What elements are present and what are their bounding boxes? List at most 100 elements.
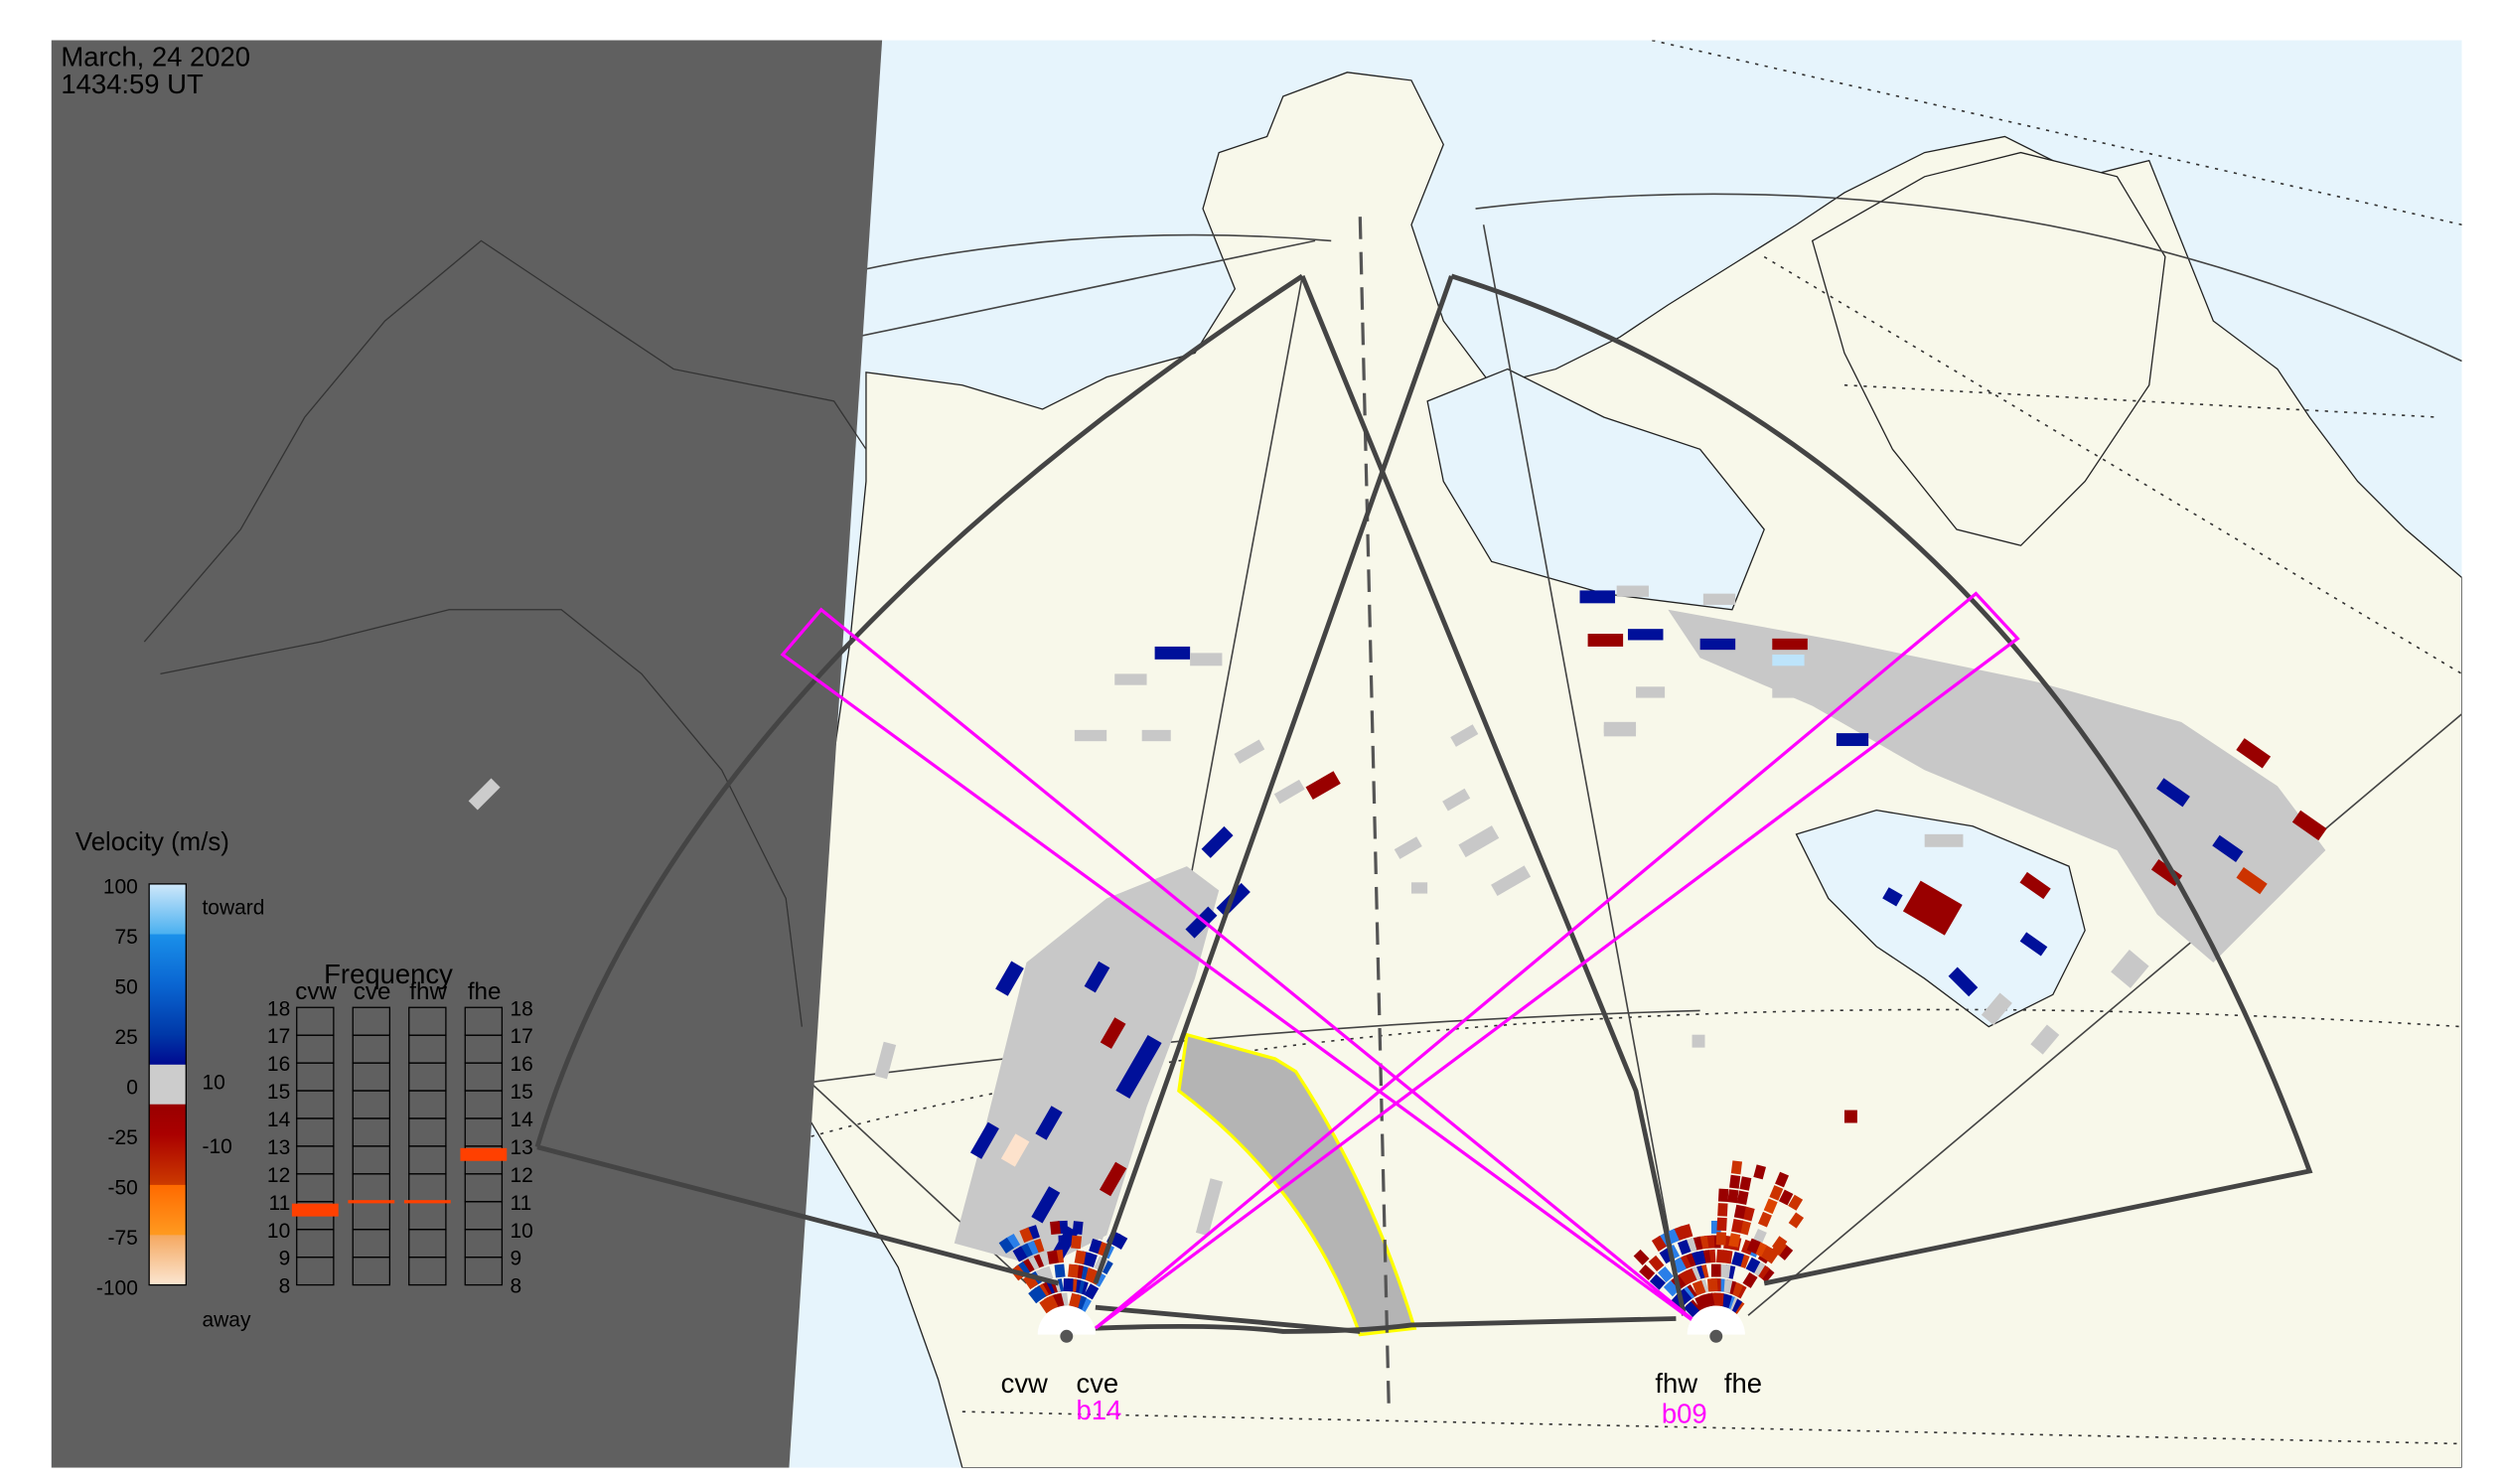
velocity-cell	[1084, 961, 1110, 993]
velocity-cell	[2236, 867, 2268, 895]
velocity-cell	[1981, 992, 2012, 1026]
velocity-cell	[1777, 1244, 1794, 1261]
radar-fov-outlines	[534, 273, 2313, 1334]
velocity-tick: 0	[126, 1076, 138, 1099]
frequency-tick-left: 11	[268, 1192, 290, 1215]
velocity-cell	[1047, 1250, 1059, 1264]
radar-site-marker	[1687, 1305, 1745, 1335]
date-label: March, 24 2020	[61, 41, 250, 72]
velocity-cell	[1715, 1232, 1727, 1246]
velocity-cell	[1733, 1204, 1746, 1220]
velocity-cell	[1763, 1248, 1780, 1264]
velocity-cell	[1924, 833, 1964, 847]
velocity-cell	[1394, 836, 1422, 859]
velocity-cell	[995, 961, 1024, 996]
frequency-tick-left: 18	[267, 997, 290, 1020]
velocity-cell	[1758, 1211, 1772, 1228]
velocity-cell	[2019, 871, 2051, 900]
velocity-cell	[874, 1041, 897, 1080]
frequency-tick-right: 11	[510, 1192, 531, 1215]
velocity-cell	[1775, 1171, 1790, 1188]
frequency-tick-right: 8	[510, 1275, 521, 1298]
frequency-cell	[464, 1257, 504, 1286]
radar-site-dot	[1709, 1329, 1723, 1343]
velocity-cell	[1234, 739, 1265, 764]
velocity-cell	[1710, 1221, 1721, 1234]
velocity-cell	[1068, 1263, 1080, 1278]
velocity-cell	[1442, 788, 1471, 812]
velocity-cell	[1882, 887, 1903, 907]
velocity-cell	[1746, 1238, 1761, 1255]
frequency-tick-right: 17	[510, 1025, 532, 1048]
frequency-tick-right: 13	[510, 1136, 532, 1159]
frequency-marker-fhe	[460, 1147, 508, 1161]
velocity-cell	[1019, 1227, 1034, 1244]
frequency-marker-cve	[348, 1200, 395, 1204]
frequency-marker-cvw	[291, 1203, 339, 1217]
velocity-cell	[1063, 1277, 1074, 1292]
velocity-cell	[1753, 1164, 1767, 1180]
radar-site-christmas-valley[interactable]	[1037, 1305, 1096, 1343]
velocity-cell	[1201, 825, 1234, 858]
velocity-cell	[1035, 1106, 1063, 1140]
velocity-cell	[969, 1121, 999, 1159]
frequency-marker-fhw	[403, 1200, 451, 1204]
velocity-tick: 50	[115, 976, 138, 999]
velocity-cell	[1100, 1017, 1126, 1049]
velocity-cell	[1772, 638, 1808, 651]
velocity-cell	[1627, 629, 1664, 641]
frequency-column-label-fhe: fhe	[468, 978, 502, 1005]
velocity-tick: 25	[115, 1026, 138, 1049]
radar-label-cve: cve	[1076, 1368, 1118, 1399]
velocity-cell	[1114, 673, 1147, 685]
velocity-cell	[1031, 1186, 1061, 1224]
legend-label-10: 10	[202, 1072, 224, 1095]
velocity-cell	[1012, 1246, 1028, 1262]
velocity-cell	[1788, 1212, 1805, 1229]
frequency-tick-left: 16	[267, 1053, 290, 1076]
legend-label-minus10: -10	[202, 1135, 231, 1158]
frequency-tick-left: 10	[267, 1220, 290, 1243]
velocity-cell	[1769, 1185, 1784, 1201]
velocity-cell	[2236, 738, 2272, 769]
velocity-cell	[1039, 1297, 1055, 1314]
velocity-cell	[1658, 1265, 1674, 1283]
velocity-cell	[1710, 1292, 1721, 1306]
ground-scatter-band	[954, 866, 1220, 1267]
velocity-cell	[1788, 1194, 1804, 1211]
frequency-tick-left: 15	[267, 1081, 290, 1104]
velocity-cell	[1305, 771, 1341, 800]
night-terminator-shading	[51, 40, 883, 1468]
highlighted-beams	[780, 591, 2020, 1330]
velocity-cell	[1677, 1239, 1692, 1256]
velocity-cell	[1702, 593, 1736, 605]
radar-site-fort-hays[interactable]	[1687, 1305, 1745, 1343]
velocity-cell	[1731, 1219, 1744, 1234]
velocity-tick: -100	[96, 1276, 138, 1299]
velocity-tick: -50	[108, 1176, 138, 1199]
velocity-cell	[1902, 880, 1963, 936]
velocity-cell	[1648, 1255, 1665, 1271]
beam-label-b09: b09	[1662, 1398, 1707, 1428]
velocity-cell	[1450, 724, 1479, 747]
velocity-cell	[1739, 1176, 1752, 1191]
velocity-cell	[1717, 1203, 1728, 1217]
velocity-cell	[1692, 1034, 1705, 1048]
velocity-colorbar	[148, 883, 187, 1286]
frequency-tick-right: 14	[510, 1109, 533, 1131]
velocity-cell	[1836, 733, 1869, 747]
velocity-cell	[1115, 1034, 1162, 1099]
time-label: 1434:59 UT	[61, 69, 204, 99]
velocity-cell	[1727, 1189, 1739, 1204]
velocity-cell	[1752, 1241, 1768, 1258]
frequency-tick-left: 13	[267, 1136, 290, 1159]
velocity-cell	[1639, 1264, 1656, 1280]
velocity-cell	[1074, 729, 1107, 742]
velocity-cell	[1729, 1174, 1741, 1189]
velocity-cell	[1716, 1249, 1727, 1263]
velocity-cell	[2291, 810, 2327, 841]
velocity-cell	[1072, 1221, 1084, 1235]
velocity-cell	[1154, 646, 1191, 660]
beam-label-b14: b14	[1076, 1395, 1121, 1425]
velocity-cell	[1633, 1249, 1650, 1265]
